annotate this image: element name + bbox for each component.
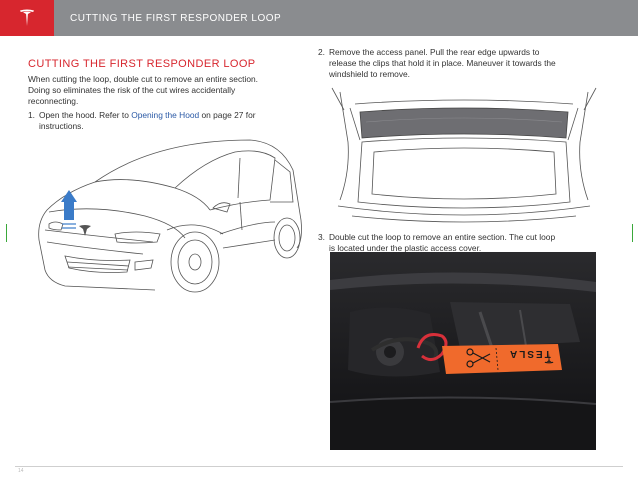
step-text: Remove the access panel. Pull the rear e… — [329, 47, 540, 57]
step-number: 2. — [318, 47, 325, 57]
header-bar: CUTTING THE FIRST RESPONDER LOOP — [0, 0, 638, 36]
footer-divider — [15, 466, 623, 467]
step-text: windshield to remove. — [329, 69, 410, 79]
first-responder-loop-photo: TESLA — [330, 252, 596, 450]
access-panel-highlight — [359, 107, 569, 139]
scissors-icon — [466, 348, 491, 368]
step-2: 2. Remove the access panel. Pull the rea… — [318, 47, 618, 81]
step-1: 1. Open the hood. Refer to Opening the H… — [28, 110, 308, 134]
step-text: Open the hood. Refer to — [39, 110, 132, 120]
step-text: on page 27 for — [199, 110, 256, 120]
section-title: CUTTING THE FIRST RESPONDER LOOP — [28, 58, 256, 70]
tesla-logo-icon — [20, 9, 34, 26]
step-text: Double cut the loop to remove an entire … — [329, 232, 556, 242]
step-number: 1. — [28, 110, 35, 120]
crop-mark-left — [6, 224, 7, 242]
tag-tesla-logo-icon — [544, 353, 554, 364]
step-text: is located under the plastic access cove… — [329, 243, 482, 253]
opening-the-hood-link[interactable]: Opening the Hood — [131, 110, 200, 120]
step-text: release the clips that hold it in place.… — [329, 58, 556, 68]
car-hood-illustration — [38, 139, 302, 293]
step-text: instructions. — [39, 121, 84, 131]
header-title: CUTTING THE FIRST RESPONDER LOOP — [70, 13, 282, 24]
access-panel-illustration — [331, 87, 597, 223]
step-3: 3. Double cut the loop to remove an enti… — [318, 232, 618, 254]
hood-open-arrow-icon — [61, 190, 77, 229]
step-number: 3. — [318, 232, 325, 242]
intro-paragraph: When cutting the loop, double cut to rem… — [28, 74, 298, 107]
intro-line: Doing so eliminates the risk of the cut … — [28, 85, 236, 95]
intro-line: When cutting the loop, double cut to rem… — [28, 74, 258, 84]
crop-mark-right — [632, 224, 633, 242]
tesla-logo — [0, 0, 54, 36]
intro-line: reconnecting. — [28, 96, 79, 106]
page-number: 14 — [18, 468, 24, 474]
